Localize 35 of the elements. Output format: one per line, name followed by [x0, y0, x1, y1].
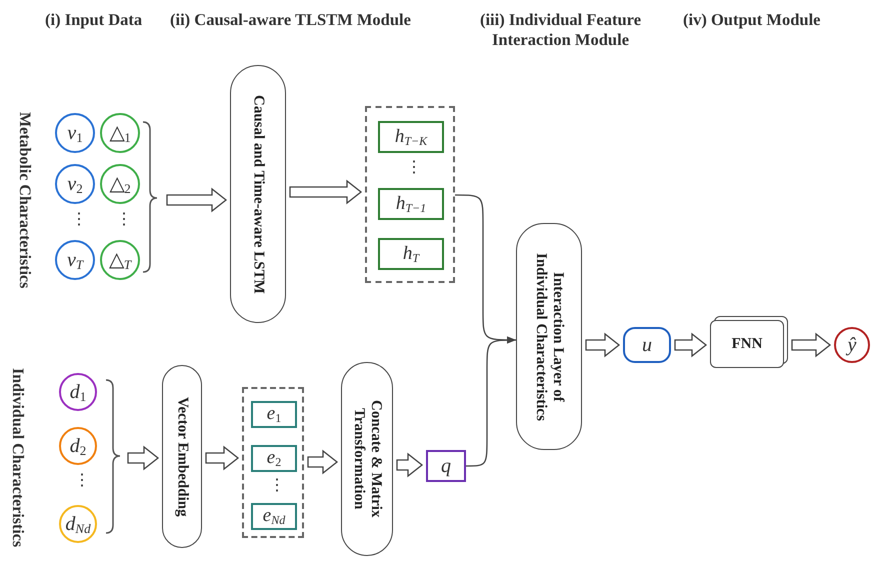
ellipsis: ⋮ [116, 210, 132, 230]
row-heading: Metabolic Characteristics [15, 111, 34, 291]
module-box: Vector Embedding [162, 365, 202, 548]
dashed-group-box [242, 387, 304, 538]
ellipsis: ⋮ [71, 210, 87, 230]
block-arrow [127, 446, 160, 470]
module-box: Interaction Layer of Individual Characteristics [516, 223, 582, 450]
row-heading: Individual Characteristics [8, 366, 27, 550]
ellipsis: ⋮ [406, 158, 422, 178]
variable-box: u [623, 327, 671, 363]
block-arrow [585, 332, 620, 358]
ellipsis: ⋮ [74, 471, 90, 491]
block-arrow [307, 450, 338, 474]
column-heading: (ii) Causal-aware TLSTM Module [170, 10, 412, 30]
vector-cell: e$_{1}$ [251, 401, 297, 428]
module-box: Concate & Matrix Transformation [341, 362, 393, 556]
dashed-group-box [365, 106, 455, 283]
vector-cell: e$_{2}$ [251, 445, 297, 472]
block-arrow [674, 332, 708, 358]
vector-cell: e$_{Nd}$ [251, 503, 297, 530]
vector-cell: h$_{T}$ [378, 238, 444, 270]
variable-box: q [426, 450, 466, 482]
block-arrow [166, 188, 228, 212]
column-heading: (iii) Individual Feature Interaction Module [478, 10, 642, 50]
block-arrow [205, 446, 240, 470]
block-arrow [289, 180, 362, 204]
vector-cell: h$_{T−1}$ [378, 188, 444, 220]
arrow [466, 336, 516, 467]
module-box: Causal and Time-aware LSTM [230, 65, 286, 323]
column-heading: (iv) Output Module [683, 10, 822, 30]
block-arrow [396, 452, 424, 478]
ellipsis: ⋮ [269, 476, 285, 496]
block-arrow [791, 332, 832, 358]
vector-cell: h$_{T−K}$ [378, 121, 444, 153]
column-heading: (i) Input Data [45, 10, 144, 30]
